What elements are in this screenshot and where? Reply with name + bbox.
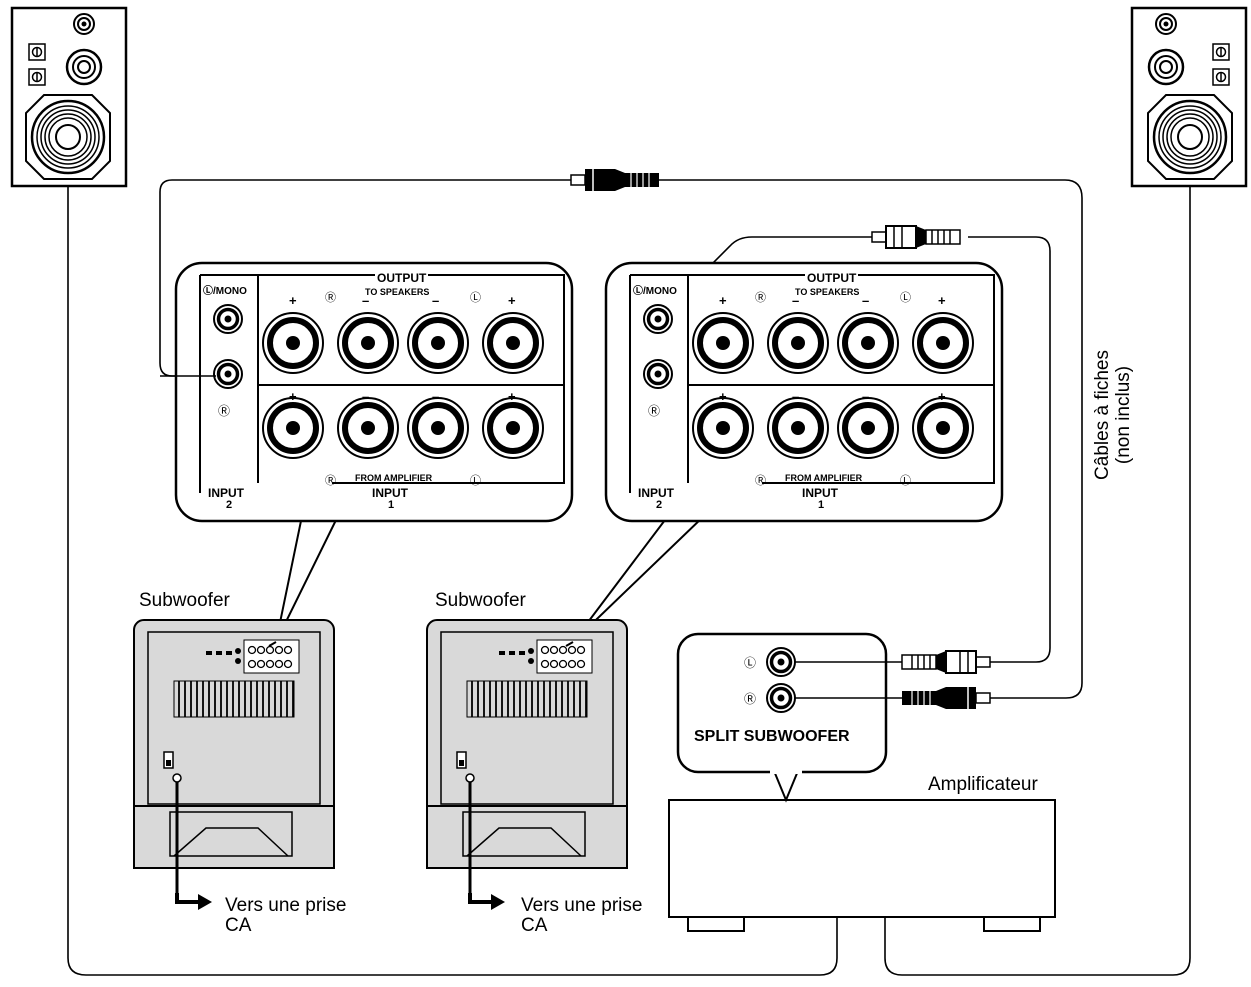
rca-cable-l: [968, 236, 1051, 663]
subwoofer-right-label: Subwoofer: [435, 590, 526, 611]
minus-sign: –: [862, 293, 870, 308]
subwoofer-right-cabinet: [426, 619, 628, 869]
from-amplifier-label: FROM AMPLIFIER: [355, 473, 433, 483]
input2-number: 2: [226, 499, 233, 511]
plus-sign: +: [938, 293, 946, 308]
input1-number: 1: [818, 499, 825, 511]
output-label: OUTPUT: [805, 271, 859, 285]
l-mark: Ⓛ: [900, 475, 911, 487]
from-amplifier-label: FROM AMPLIFIER: [785, 473, 863, 483]
rca-plug-amp-l: [901, 650, 991, 674]
l-mark: Ⓛ: [470, 292, 481, 304]
to-speakers-label: TO SPEAKERS: [365, 287, 430, 297]
plus-sign: +: [508, 389, 516, 404]
r-mark: Ⓡ: [325, 292, 336, 304]
input2-label: INPUT: [637, 486, 675, 500]
rca-plug-amp-r: [901, 686, 991, 710]
subwoofer-left-label: Subwoofer: [139, 590, 230, 611]
r-mark: Ⓡ: [648, 404, 661, 418]
input1-label: INPUT: [800, 486, 840, 500]
minus-sign: –: [432, 389, 440, 404]
amplifier: [668, 799, 1056, 932]
rca-cable-r: [658, 179, 1083, 699]
ac-outlet-label-right: Vers une prise CA: [521, 895, 643, 936]
rca-cable-l-end: [655, 236, 872, 321]
to-speakers-label: TO SPEAKERS: [795, 287, 860, 297]
rca-plug-mid: [871, 225, 961, 249]
mono-label: Ⓛ/MONO: [633, 286, 677, 297]
minus-sign: –: [792, 293, 800, 308]
speaker-left: [10, 6, 128, 188]
plus-sign: +: [938, 389, 946, 404]
input2-label: INPUT: [207, 486, 245, 500]
ac-outlet-label-left: Vers une prise CA: [225, 895, 347, 936]
input1-number: 1: [388, 499, 395, 511]
minus-sign: –: [362, 293, 370, 308]
r-mark: Ⓡ: [755, 475, 766, 487]
minus-sign: –: [792, 389, 800, 404]
input2-number: 2: [656, 499, 663, 511]
split-subwoofer-label: SPLIT SUBWOOFER: [694, 728, 850, 745]
output-label: OUTPUT: [375, 271, 429, 285]
amp-r-mark: Ⓡ: [744, 692, 757, 706]
plus-sign: +: [289, 389, 297, 404]
rca-plug-top: [570, 168, 660, 192]
speaker-right: [1130, 6, 1248, 188]
subwoofer-left-cabinet: [133, 619, 335, 869]
speaker-wire-right: [884, 186, 1191, 976]
power-cord-left: [175, 782, 212, 910]
l-mark: Ⓛ: [470, 475, 481, 487]
power-cord-right: [468, 782, 505, 910]
amplifier-label: Amplificateur: [928, 774, 1038, 795]
input1-label: INPUT: [370, 486, 410, 500]
plus-sign: +: [719, 293, 727, 308]
minus-sign: –: [362, 389, 370, 404]
mono-label: Ⓛ/MONO: [203, 286, 247, 297]
r-mark: Ⓡ: [325, 475, 336, 487]
r-mark: Ⓡ: [218, 404, 231, 418]
plus-sign: +: [508, 293, 516, 308]
l-mark: Ⓛ: [900, 292, 911, 304]
cables-label: Câbles à fiches(non inclus): [1092, 350, 1134, 480]
amp-l-mark: Ⓛ: [744, 656, 757, 670]
minus-sign: –: [862, 389, 870, 404]
plus-sign: +: [719, 389, 727, 404]
plus-sign: +: [289, 293, 297, 308]
minus-sign: –: [432, 293, 440, 308]
r-mark: Ⓡ: [755, 292, 766, 304]
speaker-wire-left: [67, 186, 838, 976]
